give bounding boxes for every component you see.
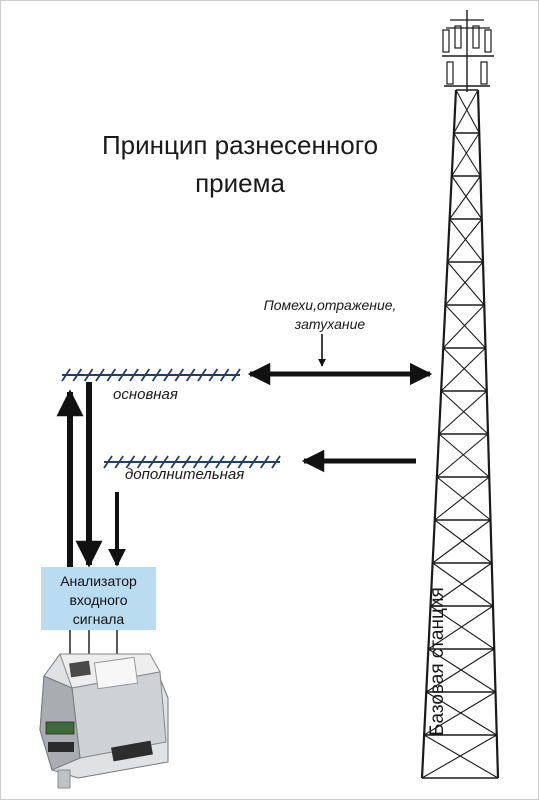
analyzer-label-line: сигнала [72,611,125,627]
diagram-title: Принцип разнесенного приема [60,126,420,202]
secondary-antenna-label: дополнительная [125,466,245,483]
base-station-label: Базовая станция [427,587,448,736]
secondary-antenna-icon [103,455,281,469]
receiver-device-icon [39,653,169,789]
interference-label-line: затухание [294,316,366,332]
transmission-tower-icon [420,10,500,779]
primary-antenna-label: основная [113,386,178,403]
diagram-title-line: приема [195,168,285,198]
signal-analyzer-box: Анализатор входного сигнала [41,567,156,630]
analyzer-label-line: Анализатор [60,573,137,589]
interference-label-line: Помехи,отражение, [263,297,397,313]
device-connectors [69,630,118,654]
analyzer-label-line: входного [69,592,128,608]
primary-antenna-icon [61,368,241,382]
interference-label: Помехи,отражение, затухание [238,296,422,334]
diagram-title-line: Принцип разнесенного [101,130,379,160]
